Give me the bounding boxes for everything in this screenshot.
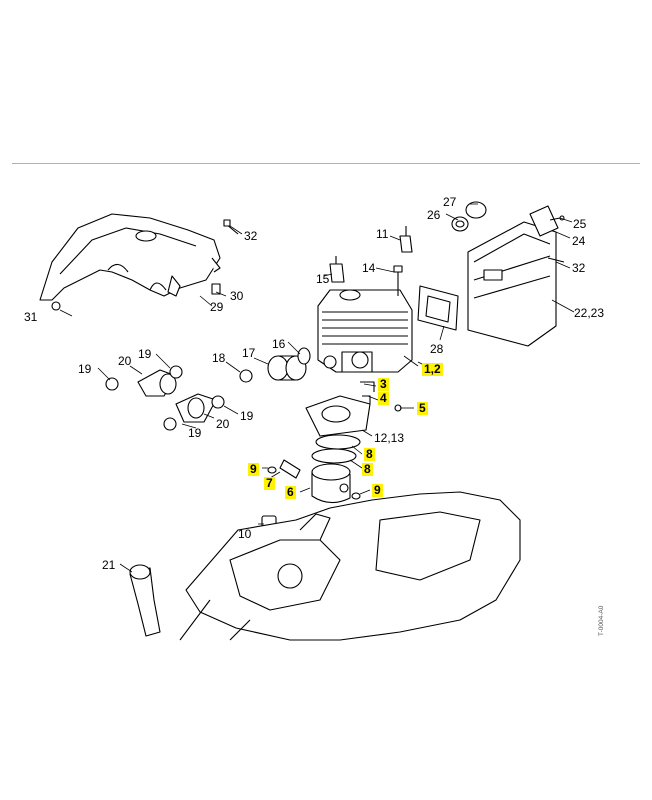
piston xyxy=(311,463,351,504)
gasket-12-13 xyxy=(305,395,371,437)
callout-14: 14 xyxy=(362,261,376,275)
header-rule xyxy=(12,163,640,164)
ring-27 xyxy=(465,201,487,219)
callout-15: 15 xyxy=(316,272,330,286)
circlip-right xyxy=(351,492,361,500)
ring-18 xyxy=(239,369,253,383)
gasket-28 xyxy=(417,285,459,331)
part-31 xyxy=(51,301,61,311)
callout-4: 4 xyxy=(378,391,389,405)
callout-19-b: 19 xyxy=(138,347,152,361)
callout-21: 21 xyxy=(102,558,116,572)
callout-24: 24 xyxy=(572,234,586,248)
callout-20-a: 20 xyxy=(118,354,132,368)
clamp-19a xyxy=(169,365,183,379)
callout-12-13: 12,13 xyxy=(374,431,405,445)
callout-3: 3 xyxy=(378,377,389,391)
manifold-20a xyxy=(137,369,177,397)
document-code: T-0004-A0 xyxy=(598,605,605,636)
callout-20-b: 20 xyxy=(216,417,230,431)
callout-18: 18 xyxy=(212,351,226,365)
plate-24 xyxy=(529,205,559,237)
part-3 xyxy=(360,381,375,392)
clamp-19d xyxy=(163,417,177,431)
callout-9-right: 9 xyxy=(372,483,383,497)
callout-19-a: 19 xyxy=(78,362,92,376)
callout-8-lower: 8 xyxy=(362,462,373,476)
piston-ring-lower xyxy=(311,448,357,464)
manifold-20b xyxy=(175,393,217,423)
callout-32-right: 32 xyxy=(572,261,586,275)
hose-21 xyxy=(129,564,161,637)
decomp-valve xyxy=(399,226,413,253)
callout-7: 7 xyxy=(264,476,275,490)
clamp-16 xyxy=(297,347,311,365)
circlip-left xyxy=(267,466,277,474)
screw-14 xyxy=(393,265,403,296)
callout-32-left: 32 xyxy=(244,229,258,243)
callout-19-d: 19 xyxy=(188,426,202,440)
callout-29: 29 xyxy=(210,300,224,314)
piston-pin xyxy=(279,459,301,479)
screw-32-left xyxy=(223,219,239,235)
part-4 xyxy=(362,395,371,404)
flange-26 xyxy=(451,216,469,232)
callout-17: 17 xyxy=(242,346,256,360)
shroud-cover xyxy=(39,213,221,301)
callout-19-c: 19 xyxy=(240,409,254,423)
callout-31: 31 xyxy=(24,310,38,324)
callout-28: 28 xyxy=(430,342,444,356)
part-30 xyxy=(211,283,221,295)
cylinder xyxy=(317,289,413,373)
callout-25: 25 xyxy=(573,217,587,231)
callout-5: 5 xyxy=(417,401,428,415)
callout-11: 11 xyxy=(376,227,389,241)
callout-27: 27 xyxy=(443,195,457,209)
callout-16: 16 xyxy=(272,337,286,351)
muffler xyxy=(467,221,557,347)
callout-6: 6 xyxy=(285,485,296,499)
callout-8-upper: 8 xyxy=(364,447,375,461)
clamp-19b xyxy=(105,377,119,391)
callout-22-23: 22,23 xyxy=(574,306,605,320)
callout-10: 10 xyxy=(238,527,252,541)
callout-1-2: 1,2 xyxy=(422,362,443,376)
clamp-19c xyxy=(211,395,225,409)
callout-30: 30 xyxy=(230,289,244,303)
callout-9-left: 9 xyxy=(248,462,259,476)
spark-plug xyxy=(329,256,345,283)
callout-26: 26 xyxy=(427,208,441,222)
crankcase xyxy=(179,491,521,641)
screw-32-right xyxy=(547,257,565,263)
